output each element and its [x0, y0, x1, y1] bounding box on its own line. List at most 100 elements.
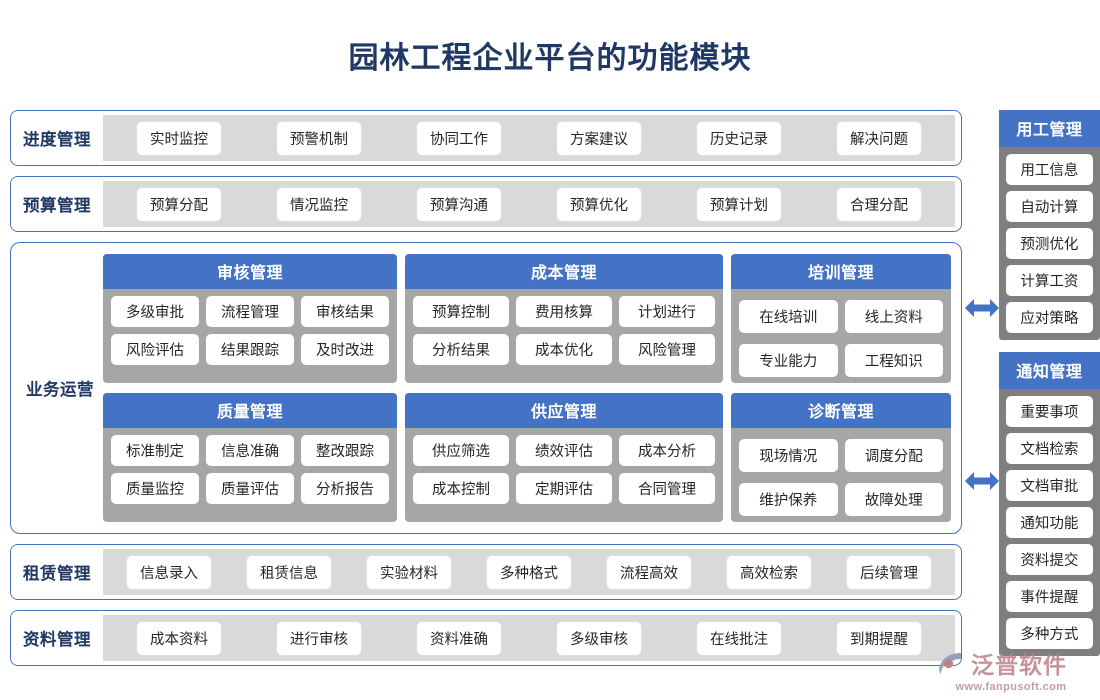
pill[interactable]: 预算优化: [557, 187, 641, 221]
row-card-documents[interactable]: 资料管理 成本资料 进行审核 资料准确 多级审核 在线批注 到期提醒: [10, 610, 962, 666]
row-band: 实时监控 预警机制 协同工作 方案建议 历史记录 解决问题: [103, 115, 955, 161]
row-band: 信息录入 租赁信息 实验材料 多种格式 流程高效 高效检索 后续管理: [103, 549, 955, 595]
pill[interactable]: 流程高效: [607, 555, 691, 589]
pill[interactable]: 实时监控: [137, 121, 221, 155]
sidebar-item[interactable]: 应对策略: [1005, 302, 1093, 333]
chip[interactable]: 费用核算: [516, 296, 612, 327]
chip[interactable]: 故障处理: [844, 483, 943, 516]
chip[interactable]: 及时改进: [301, 334, 389, 365]
pill[interactable]: 多级审核: [557, 621, 641, 655]
sidebar-item[interactable]: 重要事项: [1005, 396, 1093, 427]
module-body: 在线培训 线上资料 专业能力 工程知识: [731, 289, 951, 383]
sidebar-item[interactable]: 计算工资: [1005, 265, 1093, 296]
pill[interactable]: 进行审核: [277, 621, 361, 655]
pill[interactable]: 在线批注: [697, 621, 781, 655]
pill[interactable]: 资料准确: [417, 621, 501, 655]
module-audit[interactable]: 审核管理 多级审批 流程管理 审核结果 风险评估 结果跟踪 及时改进: [103, 254, 397, 383]
pill[interactable]: 多种格式: [487, 555, 571, 589]
chip[interactable]: 供应筛选: [413, 435, 509, 466]
chip[interactable]: 现场情况: [739, 439, 838, 472]
chip[interactable]: 质量监控: [111, 473, 199, 504]
chip[interactable]: 结果跟踪: [206, 334, 294, 365]
module-training[interactable]: 培训管理 在线培训 线上资料 专业能力 工程知识: [731, 254, 951, 383]
chip[interactable]: 分析结果: [413, 334, 509, 365]
pill[interactable]: 合理分配: [837, 187, 921, 221]
sidebar-item[interactable]: 用工信息: [1005, 154, 1093, 185]
module-line: 多级审批 流程管理 审核结果: [111, 296, 389, 327]
pill[interactable]: 预算计划: [697, 187, 781, 221]
chip[interactable]: 预算控制: [413, 296, 509, 327]
pill[interactable]: 预算分配: [137, 187, 221, 221]
chip[interactable]: 工程知识: [844, 344, 943, 377]
module-title: 培训管理: [731, 254, 951, 289]
sidebar-item[interactable]: 预测优化: [1005, 228, 1093, 259]
chip[interactable]: 维护保养: [739, 483, 838, 516]
module-line: 预算控制 费用核算 计划进行: [413, 296, 715, 327]
logo-brand: 泛普软件: [971, 652, 1067, 678]
operations-grid: 审核管理 多级审批 流程管理 审核结果 风险评估 结果跟踪 及时改进: [103, 251, 951, 525]
chip[interactable]: 成本控制: [413, 473, 509, 504]
pill[interactable]: 协同工作: [417, 121, 501, 155]
row-card-budget[interactable]: 预算管理 预算分配 情况监控 预算沟通 预算优化 预算计划 合理分配: [10, 176, 962, 232]
chip[interactable]: 多级审批: [111, 296, 199, 327]
chip[interactable]: 在线培训: [739, 300, 838, 333]
chip[interactable]: 流程管理: [206, 296, 294, 327]
module-line: 风险评估 结果跟踪 及时改进: [111, 334, 389, 365]
brand-watermark: 泛普软件 www.fanpusoft.com: [936, 646, 1086, 693]
pill[interactable]: 到期提醒: [837, 621, 921, 655]
pill[interactable]: 预算沟通: [417, 187, 501, 221]
chip[interactable]: 整改跟踪: [301, 435, 389, 466]
sidebar-item[interactable]: 多种方式: [1005, 618, 1093, 649]
chip[interactable]: 风险评估: [111, 334, 199, 365]
fanpu-logo-icon: [939, 653, 961, 674]
sidebar-item[interactable]: 通知功能: [1005, 507, 1093, 538]
module-title: 成本管理: [405, 254, 723, 289]
arrow-column: [962, 110, 999, 640]
chip[interactable]: 风险管理: [619, 334, 715, 365]
chip[interactable]: 定期评估: [516, 473, 612, 504]
chip[interactable]: 调度分配: [844, 439, 943, 472]
left-column: 进度管理 实时监控 预警机制 协同工作 方案建议 历史记录 解决问题 预算管理 …: [10, 110, 962, 666]
operations-row: 审核管理 多级审批 流程管理 审核结果 风险评估 结果跟踪 及时改进: [103, 254, 951, 383]
chip[interactable]: 线上资料: [844, 300, 943, 333]
pill[interactable]: 信息录入: [127, 555, 211, 589]
pill[interactable]: 高效检索: [727, 555, 811, 589]
sidebar-item[interactable]: 事件提醒: [1005, 581, 1093, 612]
module-quality[interactable]: 质量管理 标准制定 信息准确 整改跟踪 质量监控 质量评估 分析报告: [103, 393, 397, 522]
chip[interactable]: 专业能力: [739, 344, 838, 377]
sidebar-item[interactable]: 文档审批: [1005, 470, 1093, 501]
chip[interactable]: 计划进行: [619, 296, 715, 327]
chip[interactable]: 质量评估: [206, 473, 294, 504]
chip[interactable]: 成本优化: [516, 334, 612, 365]
pill[interactable]: 预警机制: [277, 121, 361, 155]
pill[interactable]: 解决问题: [837, 121, 921, 155]
module-diagnosis[interactable]: 诊断管理 现场情况 调度分配 维护保养 故障处理: [731, 393, 951, 522]
chip[interactable]: 标准制定: [111, 435, 199, 466]
logo-url: www.fanpusoft.com: [955, 681, 1067, 693]
chip[interactable]: 分析报告: [301, 473, 389, 504]
pill[interactable]: 后续管理: [847, 555, 931, 589]
module-cost[interactable]: 成本管理 预算控制 费用核算 计划进行 分析结果 成本优化 风险管理: [405, 254, 723, 383]
pill[interactable]: 情况监控: [277, 187, 361, 221]
row-card-lease[interactable]: 租赁管理 信息录入 租赁信息 实验材料 多种格式 流程高效 高效检索 后续管理: [10, 544, 962, 600]
sidebar-item[interactable]: 资料提交: [1005, 544, 1093, 575]
chip[interactable]: 绩效评估: [516, 435, 612, 466]
logo-row: 泛普软件: [936, 646, 1086, 680]
module-supply[interactable]: 供应管理 供应筛选 绩效评估 成本分析 成本控制 定期评估 合同管理: [405, 393, 723, 522]
pill[interactable]: 历史记录: [697, 121, 781, 155]
row-card-progress[interactable]: 进度管理 实时监控 预警机制 协同工作 方案建议 历史记录 解决问题: [10, 110, 962, 166]
pill[interactable]: 实验材料: [367, 555, 451, 589]
row-label: 资料管理: [11, 611, 103, 665]
chip[interactable]: 合同管理: [619, 473, 715, 504]
pill[interactable]: 租赁信息: [247, 555, 331, 589]
pill[interactable]: 方案建议: [557, 121, 641, 155]
sidebar-item[interactable]: 自动计算: [1005, 191, 1093, 222]
chip[interactable]: 成本分析: [619, 435, 715, 466]
chip[interactable]: 审核结果: [301, 296, 389, 327]
operations-row: 质量管理 标准制定 信息准确 整改跟踪 质量监控 质量评估 分析报告: [103, 393, 951, 522]
chip[interactable]: 信息准确: [206, 435, 294, 466]
sidebar-item[interactable]: 文档检索: [1005, 433, 1093, 464]
pill[interactable]: 成本资料: [137, 621, 221, 655]
module-line: 在线培训 线上资料: [739, 300, 943, 333]
module-line: 专业能力 工程知识: [739, 344, 943, 377]
